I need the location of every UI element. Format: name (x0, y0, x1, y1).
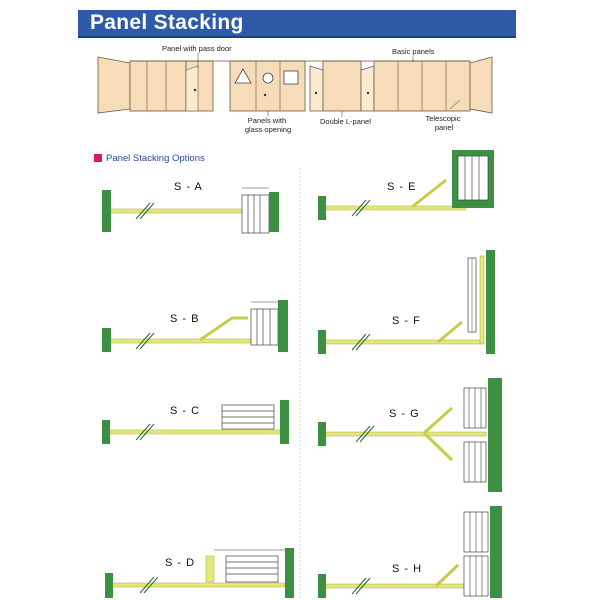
swing-track-lower (422, 431, 454, 462)
label-telescopic-line2: panel (435, 123, 454, 132)
option-s-b: S - B (102, 300, 288, 352)
wall-right (285, 548, 294, 598)
option-s-a: S - A (102, 181, 279, 234)
option-label: S - A (174, 181, 203, 193)
option-label: S - B (170, 313, 199, 325)
option-label: S - D (165, 557, 195, 569)
wall-right (486, 250, 495, 354)
basic-panels-left (129, 60, 187, 112)
swing-track (437, 320, 463, 344)
option-label: S - C (170, 405, 200, 417)
swing-track (199, 316, 248, 342)
track (325, 205, 467, 211)
track (325, 339, 483, 345)
track (112, 582, 286, 588)
wall-right (488, 378, 502, 492)
wall-left (102, 328, 111, 352)
wall-left (318, 422, 326, 446)
wall-left (318, 196, 326, 220)
label-glass-opening-line2: glass opening (245, 125, 291, 134)
label-telescopic-line1: Telescopic (425, 114, 460, 123)
wall-left (318, 330, 326, 354)
track (109, 429, 281, 435)
title-bar: Panel Stacking (78, 10, 516, 38)
page-title: Panel Stacking (90, 11, 244, 34)
option-label: S - F (392, 315, 421, 327)
right-telescopic-panel (469, 56, 493, 114)
wall-right (280, 400, 289, 444)
panel-elevation: Panel with pass door Basic panels Panels… (97, 44, 493, 134)
label-telescopic: Telescopic panel (425, 114, 462, 132)
option-s-c: S - C (102, 400, 289, 444)
square-glass (283, 70, 299, 85)
option-s-h: S - H (318, 506, 502, 598)
stack-block (241, 194, 270, 234)
wall-left (102, 420, 110, 444)
left-telescopic-panel (97, 56, 131, 114)
stack-block (457, 155, 489, 201)
track (110, 338, 252, 344)
track (325, 431, 487, 437)
label-double-l: Double L-panel (320, 117, 371, 126)
double-l-panel (322, 60, 362, 112)
stack-block (225, 555, 279, 583)
label-pass-door: Panel with pass door (162, 44, 232, 53)
swing-track (411, 178, 447, 209)
swing-track (434, 563, 460, 588)
heading-marker (94, 154, 102, 162)
wall-left (102, 190, 111, 232)
circle-glass (262, 72, 274, 84)
option-s-g: S - G (318, 378, 502, 492)
pass-door-leaf (185, 65, 199, 112)
wall-left (105, 573, 113, 598)
swing-track-upper (423, 406, 453, 435)
triangle-glass (234, 68, 252, 84)
wall-right (269, 192, 279, 232)
options-heading: Panel Stacking Options (106, 153, 205, 164)
option-s-e: S - E (318, 150, 494, 220)
option-label: S - E (387, 181, 416, 193)
option-s-d: S - D (105, 548, 294, 598)
wall-right (490, 506, 502, 598)
vertical-track (479, 255, 485, 345)
option-label: S - G (389, 408, 420, 420)
double-l-panel-left (309, 65, 324, 112)
double-l-panel-right (360, 65, 375, 112)
track (110, 208, 244, 214)
track (325, 583, 477, 589)
option-label: S - H (392, 563, 422, 575)
wall-right (278, 300, 288, 352)
option-s-f: S - F (318, 250, 495, 354)
stack-block (250, 308, 279, 346)
glass-panels (229, 60, 306, 112)
label-glass-opening: Panels with glass opening (245, 116, 291, 134)
wall-left (318, 574, 326, 598)
label-glass-opening-line1: Panels with (248, 116, 286, 125)
swing-track (205, 555, 215, 583)
label-basic-panels: Basic panels (392, 47, 435, 56)
